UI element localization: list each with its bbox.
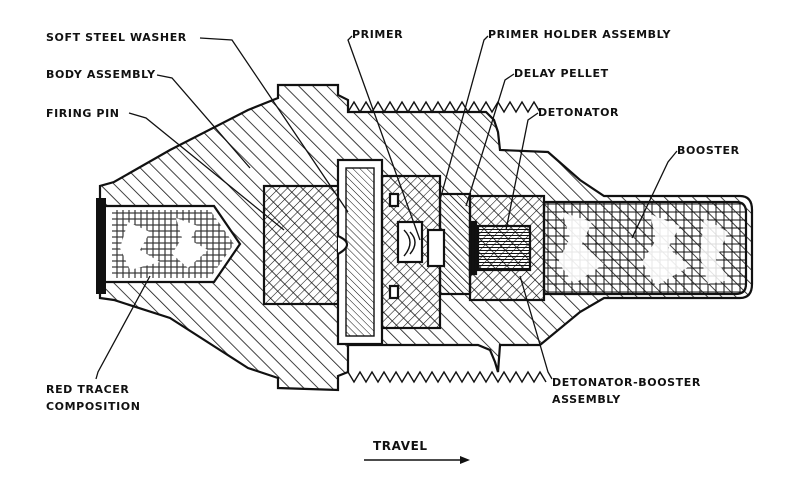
label-travel: TRAVEL <box>373 439 428 453</box>
label-detonator-booster-line2: ASSEMBLY <box>552 393 621 406</box>
label-detonator-booster-line1: DETONATOR-BOOSTER <box>552 376 701 389</box>
label-primer-holder-assembly: PRIMER HOLDER ASSEMBLY <box>488 28 672 41</box>
label-detonator: DETONATOR <box>538 106 619 119</box>
label-soft-steel-washer: SOFT STEEL WASHER <box>46 31 187 44</box>
label-red-tracer-line2: COMPOSITION <box>46 400 141 413</box>
label-firing-pin: FIRING PIN <box>46 107 120 120</box>
booster-charge <box>542 200 748 296</box>
detonator-booster-assembly <box>468 194 546 302</box>
delay-pellet <box>426 192 472 296</box>
leader-lines <box>95 35 678 380</box>
threads-bottom <box>347 370 547 384</box>
label-booster: BOOSTER <box>677 144 740 157</box>
travel-indicator: TRAVEL <box>364 439 470 464</box>
soft-steel-washer <box>336 158 384 346</box>
label-body-assembly: BODY ASSEMBLY <box>46 68 156 81</box>
label-primer: PRIMER <box>352 28 403 41</box>
red-tracer-composition <box>96 198 242 294</box>
label-delay-pellet: DELAY PELLET <box>514 67 609 80</box>
travel-arrowhead-icon <box>460 456 470 464</box>
firing-pin <box>262 184 346 306</box>
threads-top <box>347 100 541 114</box>
label-red-tracer-line1: RED TRACER <box>46 383 130 396</box>
